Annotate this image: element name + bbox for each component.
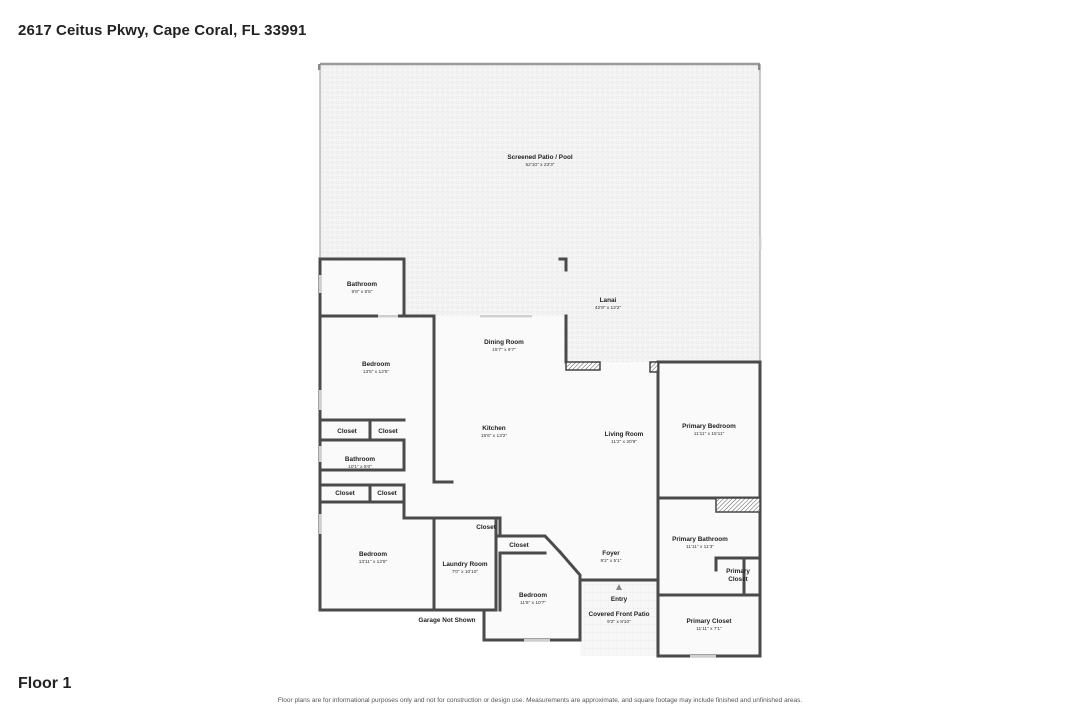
room-screened-patio-dims: 52'10" x 23'3" (526, 162, 555, 168)
primary-closet-small-line2: Closet (728, 576, 748, 583)
room-primary-closet-name: Primary Closet (686, 618, 732, 625)
closet-label-4: Closet (377, 490, 397, 497)
entry-label: Entry (611, 596, 628, 603)
room-bedroom-1-name: Bedroom (362, 361, 390, 368)
exterior-walls (318, 257, 762, 658)
page-title: 2617 Ceitus Pkwy, Cape Coral, FL 33991 (18, 22, 307, 39)
room-primary-closet-dims: 11'11" x 7'1" (696, 626, 722, 632)
room-primary-bedroom-name: Primary Bedroom (682, 423, 736, 430)
room-laundry-dims: 7'0" x 10'10" (452, 569, 479, 575)
room-bathroom-2-dims: 10'1" x 5'0" (348, 464, 372, 470)
room-bathroom-1-name: Bathroom (347, 281, 377, 288)
closet-label-1: Closet (337, 428, 357, 435)
room-primary-bathroom-dims: 11'11" x 11'3" (686, 544, 714, 550)
room-kitchen-dims: 15'6" x 13'2" (481, 433, 508, 439)
primary-closet-small-line1: Primary (726, 568, 750, 575)
room-living-dims: 11'2" x 20'9" (611, 439, 637, 445)
room-bedroom-2-name: Bedroom (359, 551, 387, 558)
room-primary-bedroom-dims: 11'11" x 15'11" (694, 431, 725, 437)
room-laundry-name: Laundry Room (442, 561, 487, 568)
room-lanai-dims: 42'9" x 12'2" (595, 305, 622, 311)
room-dining-name: Dining Room (484, 339, 524, 346)
closet-label-2: Closet (378, 428, 398, 435)
closet-label-3: Closet (335, 490, 355, 497)
room-primary-bathroom-name: Primary Bathroom (672, 536, 728, 543)
covered-front-patio-area (581, 580, 657, 656)
room-bedroom-3-name: Bedroom (519, 592, 547, 599)
openings (319, 236, 762, 658)
room-foyer-dims: 9'2" x 5'1" (601, 558, 622, 564)
room-covered-patio-name: Covered Front Patio (588, 611, 649, 618)
closet-label-5: Closet (476, 524, 496, 531)
garage-label: Garage Not Shown (418, 617, 475, 624)
room-bedroom-3-dims: 11'6" x 10'7" (520, 600, 546, 606)
disclaimer-text: Floor plans are for informational purpos… (277, 697, 803, 704)
interior-walls (318, 257, 762, 612)
room-bathroom-2-name: Bathroom (345, 456, 375, 463)
room-foyer-name: Foyer (602, 550, 620, 557)
screened-patio-area (318, 62, 761, 372)
room-screened-patio-name: Screened Patio / Pool (507, 154, 573, 161)
room-bedroom-2-dims: 13'11" x 12'8" (359, 559, 388, 565)
floor-label: Floor 1 (18, 675, 72, 692)
room-labels: Screened Patio / Pool 52'10" x 23'3" Lan… (335, 154, 750, 632)
room-dining-dims: 15'7" x 6'7" (492, 347, 516, 353)
room-bathroom-1-dims: 9'8" x 6'5" (352, 289, 373, 295)
room-covered-patio-dims: 9'2" x 8'10" (607, 619, 631, 625)
room-lanai-name: Lanai (600, 297, 617, 304)
interior-floor (320, 259, 760, 656)
room-living-name: Living Room (605, 431, 644, 438)
room-bedroom-1-dims: 13'5" x 12'5" (363, 369, 390, 375)
closet-label-6: Closet (509, 542, 529, 549)
room-kitchen-name: Kitchen (482, 425, 506, 432)
entry-arrow-icon (616, 584, 622, 590)
